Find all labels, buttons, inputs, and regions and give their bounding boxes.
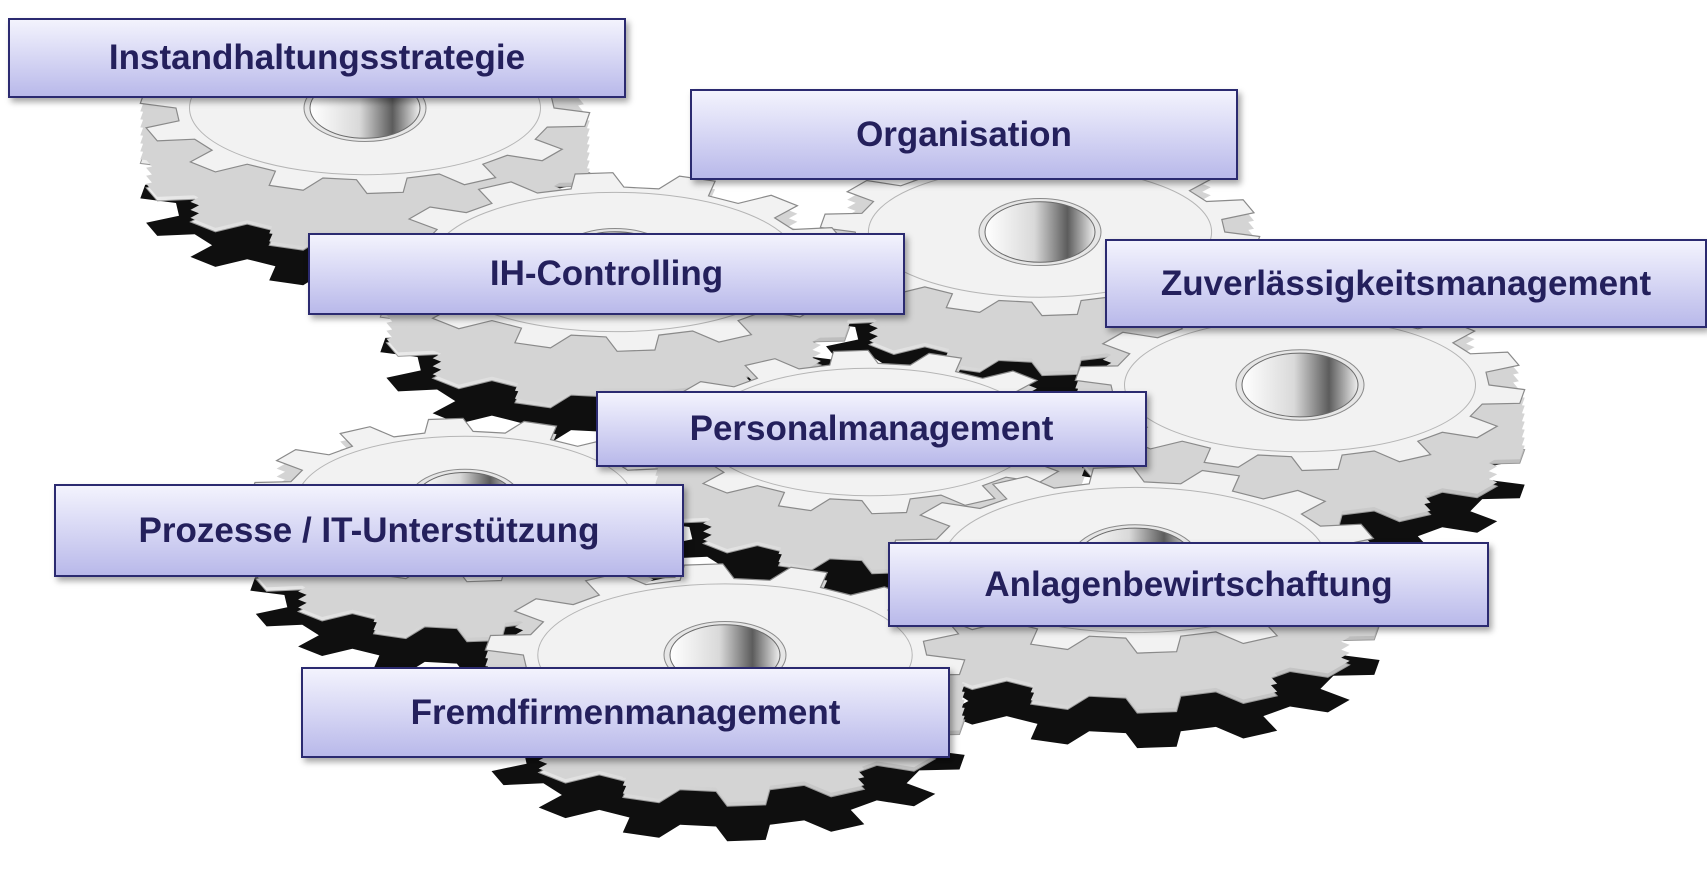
label-zuverlaessigkeitsmanagement: Zuverlässigkeitsmanagement — [1105, 239, 1707, 328]
label-personalmanagement: Personalmanagement — [596, 391, 1147, 467]
label-ih-controlling: IH-Controlling — [308, 233, 905, 315]
label-personalmanagement-text: Personalmanagement — [689, 409, 1054, 448]
label-anlagenbewirtschaftung: Anlagenbewirtschaftung — [888, 542, 1489, 627]
label-ih-controlling-text: IH-Controlling — [489, 254, 724, 293]
label-zuverlaessigkeitsmanagement-text: Zuverlässigkeitsmanagement — [1160, 263, 1652, 303]
label-instandhaltungsstrategie-text: Instandhaltungsstrategie — [108, 38, 526, 77]
label-anlagenbewirtschaftung-text: Anlagenbewirtschaftung — [984, 564, 1393, 604]
label-instandhaltungsstrategie: Instandhaltungsstrategie — [8, 18, 626, 98]
label-prozesse-it-unterstuetzung-text: Prozesse / IT-Unterstützung — [138, 510, 600, 550]
label-organisation: Organisation — [690, 89, 1238, 180]
label-organisation-text: Organisation — [856, 114, 1072, 154]
label-prozesse-it-unterstuetzung: Prozesse / IT-Unterstützung — [54, 484, 684, 577]
gear-organisation-hub-hole — [984, 201, 1096, 263]
label-fremdfirmenmanagement: Fremdfirmenmanagement — [301, 667, 950, 758]
label-fremdfirmenmanagement-text: Fremdfirmenmanagement — [410, 692, 841, 732]
gear-reliability-hub-hole — [1241, 352, 1359, 418]
